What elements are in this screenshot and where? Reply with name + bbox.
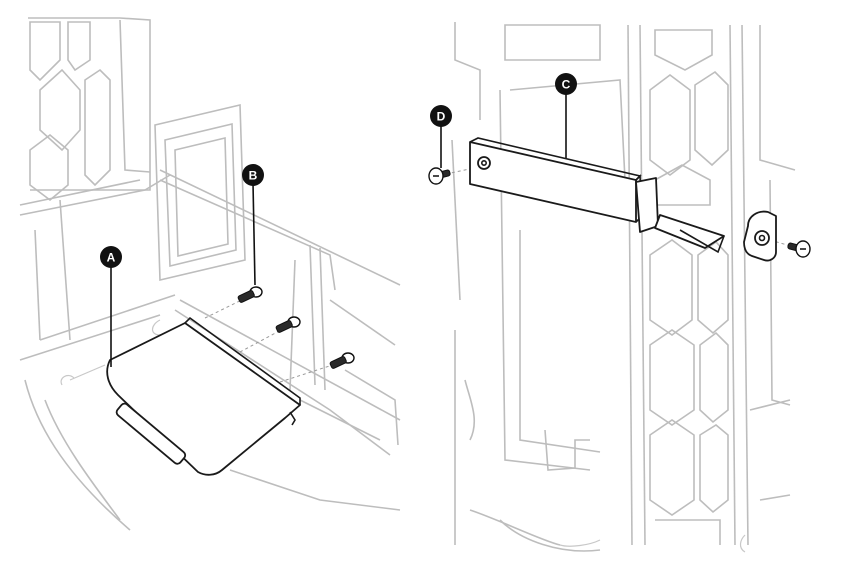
long-bracket-c (469, 137, 725, 254)
bracket-clip (743, 210, 777, 262)
callout-a: A (100, 246, 122, 367)
callout-b-label: B (249, 169, 258, 183)
callout-d-label: D (437, 110, 446, 124)
screw-b-middle (275, 316, 301, 333)
screw-b-bottom (329, 352, 355, 369)
drive-bracket-a (106, 316, 301, 476)
left-case-frame (19, 17, 401, 531)
callout-b: B (242, 164, 264, 286)
callout-d: D (430, 105, 452, 168)
callout-c-label: C (562, 78, 571, 92)
right-panel: C D (428, 22, 811, 553)
callout-c: C (555, 73, 577, 158)
screw-b-top (237, 286, 263, 303)
callout-a-label: A (107, 251, 116, 265)
left-panel: A B (19, 17, 401, 531)
screw-d-left (428, 167, 451, 185)
screw-d-right (787, 240, 811, 258)
right-case-frame (451, 22, 796, 553)
